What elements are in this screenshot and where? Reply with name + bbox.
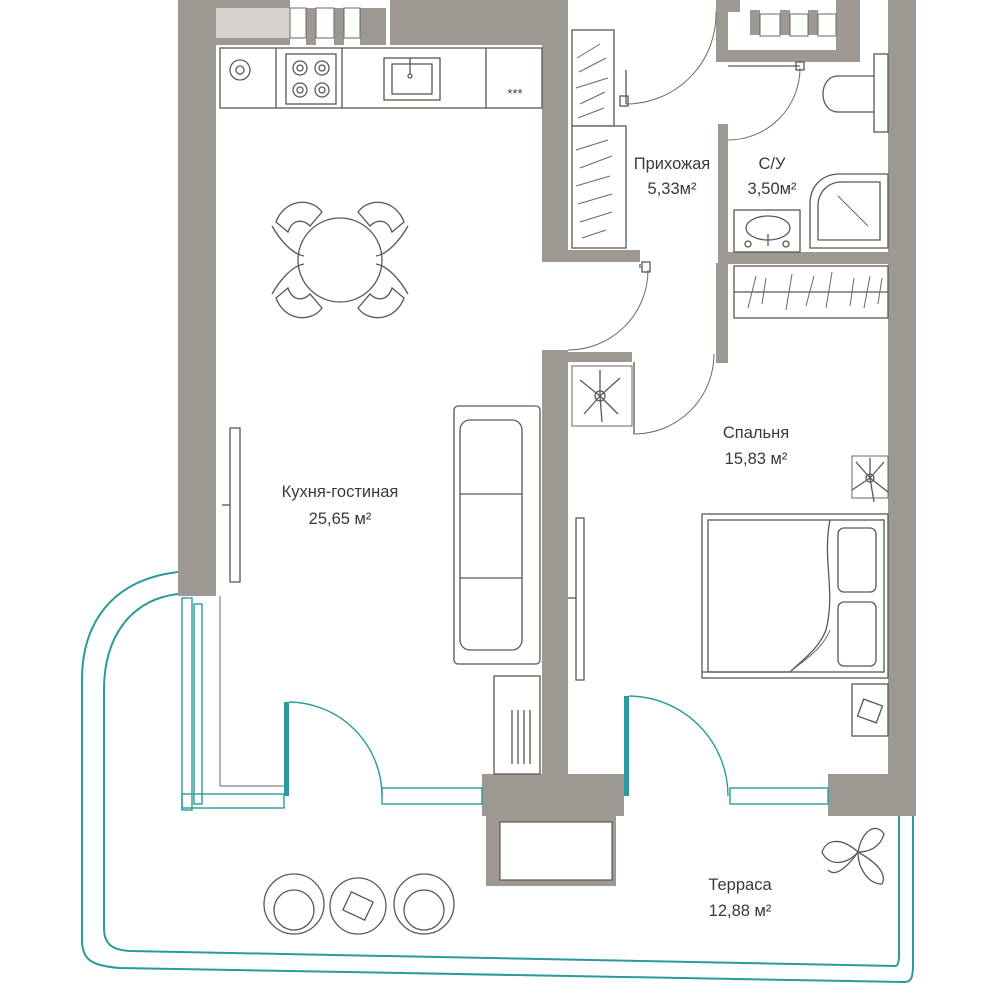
sofa — [453, 405, 541, 665]
sink-icon — [383, 57, 441, 101]
chair-icon — [271, 201, 323, 257]
chair-icon — [271, 263, 323, 319]
hallway-wardrobe — [571, 29, 627, 249]
bedroom-tv — [575, 517, 585, 681]
cooktop-icon — [285, 53, 337, 105]
stove-mark: *** — [507, 86, 522, 101]
kitchen-counter: *** — [219, 47, 543, 109]
kettle-icon — [229, 59, 251, 81]
bathroom-fixtures — [733, 53, 889, 253]
chair-icon — [357, 201, 409, 257]
room-name: С/У — [759, 155, 787, 173]
top-windows — [289, 7, 837, 39]
plant-icon — [851, 455, 889, 503]
washbasin-icon — [733, 209, 801, 253]
nightstand — [851, 683, 889, 737]
shower-icon — [809, 173, 889, 249]
balcony-glazing — [181, 596, 829, 811]
room-name: Прихожая — [634, 155, 710, 173]
terrace-outline — [81, 571, 914, 984]
dining-set — [271, 201, 409, 319]
room-area: 3,50м² — [748, 180, 797, 198]
pillow-icon — [837, 601, 877, 667]
room-label-bathroom: С/У 3,50м² — [748, 155, 797, 198]
bedroom-entry-door — [633, 353, 715, 435]
room-label-hallway: Прихожая 5,33м² — [634, 155, 710, 198]
bed — [701, 513, 889, 679]
room-label-terrace: Терраса 12,88 м² — [708, 876, 772, 920]
pillow-icon — [837, 527, 877, 593]
room-label-bedroom: Спальня 15,83 м² — [723, 424, 789, 468]
plant-icon — [821, 827, 885, 885]
room-area: 25,65 м² — [309, 510, 372, 528]
terrace-door-right — [624, 695, 729, 797]
column-niche — [499, 821, 613, 881]
bedroom-door — [567, 261, 651, 351]
terrace-door-left — [284, 701, 383, 797]
terrace-furniture — [263, 873, 455, 935]
side-table-icon — [329, 877, 387, 935]
room-name: Спальня — [723, 424, 789, 442]
chair-icon — [357, 263, 409, 319]
room-area: 5,33м² — [648, 180, 697, 198]
shoe-rack — [493, 675, 541, 775]
armchair-icon — [263, 873, 325, 935]
room-area: 15,83 м² — [725, 450, 788, 468]
armchair-icon — [393, 873, 455, 935]
room-name: Кухня-гостиная — [282, 483, 399, 501]
hallway-door — [619, 11, 717, 107]
room-area: 12,88 м² — [709, 902, 772, 920]
room-label-kitchen-living: Кухня-гостиная 25,65 м² — [282, 483, 399, 528]
bedroom-wardrobe — [733, 265, 889, 319]
dining-table — [297, 217, 383, 303]
room-name: Терраса — [708, 876, 772, 894]
plant-icon — [571, 365, 633, 427]
toilet-icon — [822, 53, 889, 133]
bathroom-door — [727, 61, 805, 141]
tv-unit — [229, 427, 241, 583]
